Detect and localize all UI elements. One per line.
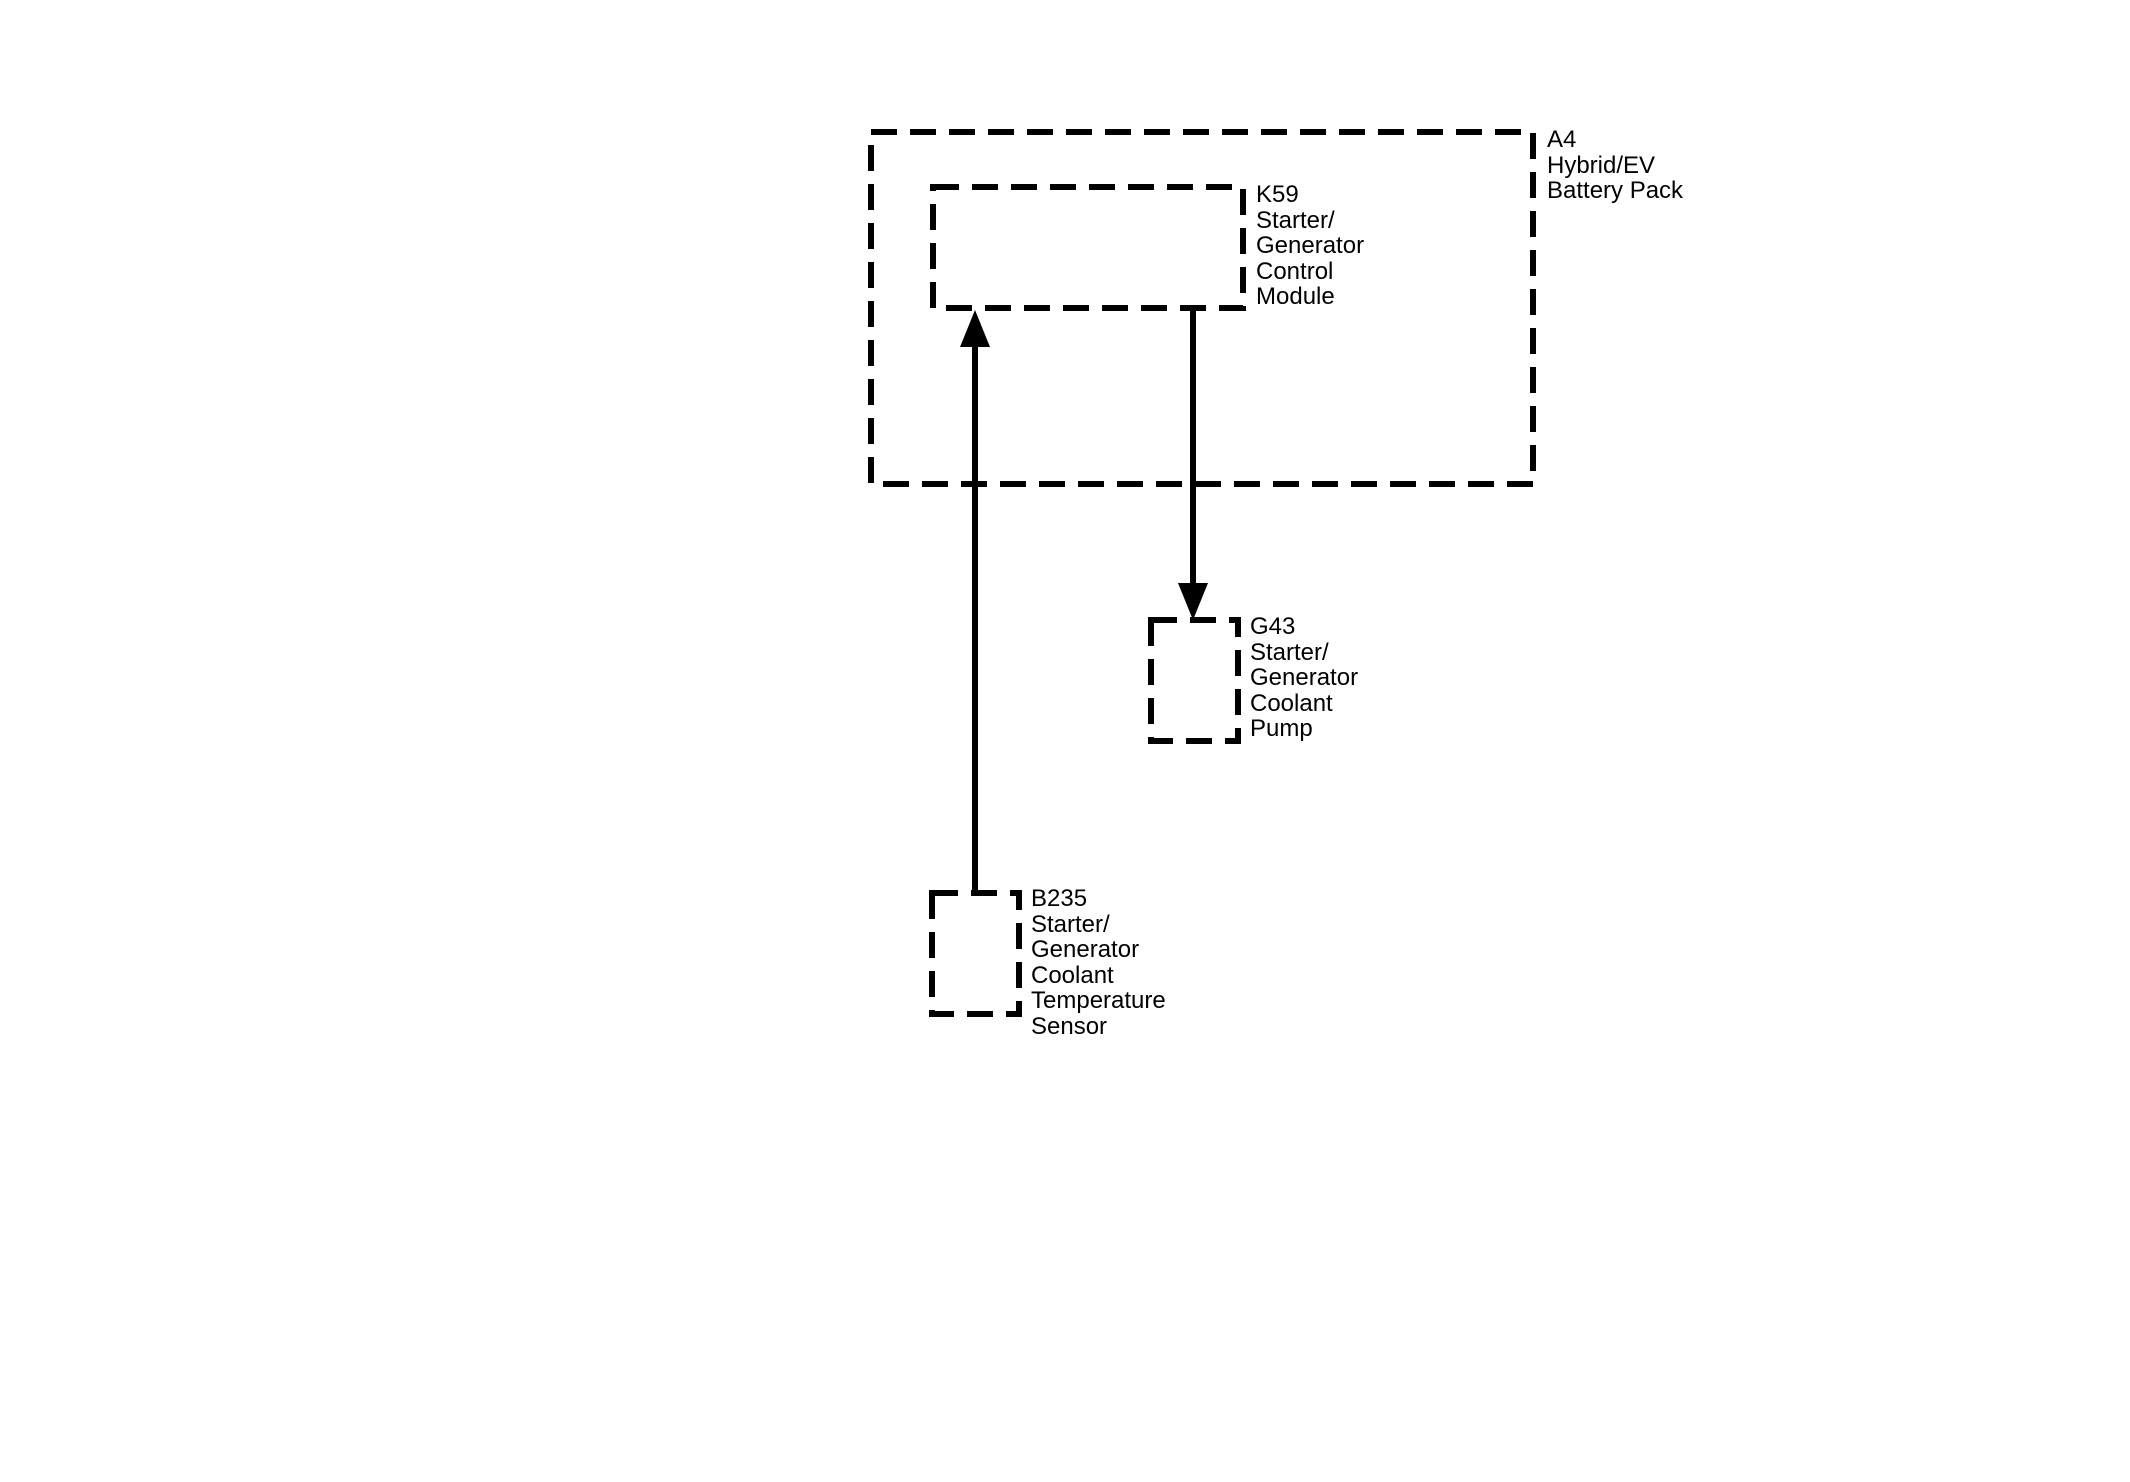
b235-name-line: Starter/ [1031, 910, 1110, 938]
a4-label: A4 Hybrid/EV Battery Pack [1547, 127, 1683, 204]
k59-name-line: Module [1256, 283, 1335, 310]
g43-name-line: Coolant [1250, 689, 1333, 717]
g43-coolant-pump-box [1148, 617, 1241, 744]
b235-temperature-sensor-box [929, 890, 1022, 1017]
b235-name-line: Generator [1031, 936, 1140, 963]
k59-name-line: Generator [1256, 232, 1365, 259]
g43-label: G43 Starter/ Generator Coolant Pump [1250, 614, 1358, 742]
k59-name-line: Control [1256, 257, 1334, 285]
b235-label: B235 Starter/ Generator Coolant Temperat… [1031, 886, 1166, 1039]
arrow-up-to-k59-icon [960, 310, 990, 347]
k59-label: K59 Starter/ Generator Control Module [1256, 182, 1364, 310]
a4-name-line: Hybrid/EV [1547, 151, 1656, 179]
a4-name-line: Battery Pack [1547, 177, 1684, 204]
k59-name-line: Starter/ [1256, 206, 1335, 234]
g43-name-line: Starter/ [1250, 638, 1329, 666]
b235-name-line: Temperature [1031, 987, 1166, 1014]
a4-battery-pack-box [868, 129, 1536, 487]
k59-ref: K59 [1256, 181, 1299, 208]
b235-ref: B235 [1031, 885, 1088, 912]
k59-control-module-box [930, 184, 1246, 311]
b235-name-line: Coolant [1031, 961, 1114, 989]
arrow-down-to-g43-icon [1178, 583, 1208, 620]
g43-ref: G43 [1250, 613, 1296, 640]
a4-ref: A4 [1547, 126, 1577, 153]
b235-name-line: Sensor [1031, 1012, 1108, 1040]
g43-name-line: Generator [1250, 664, 1359, 691]
g43-name-line: Pump [1250, 715, 1313, 742]
